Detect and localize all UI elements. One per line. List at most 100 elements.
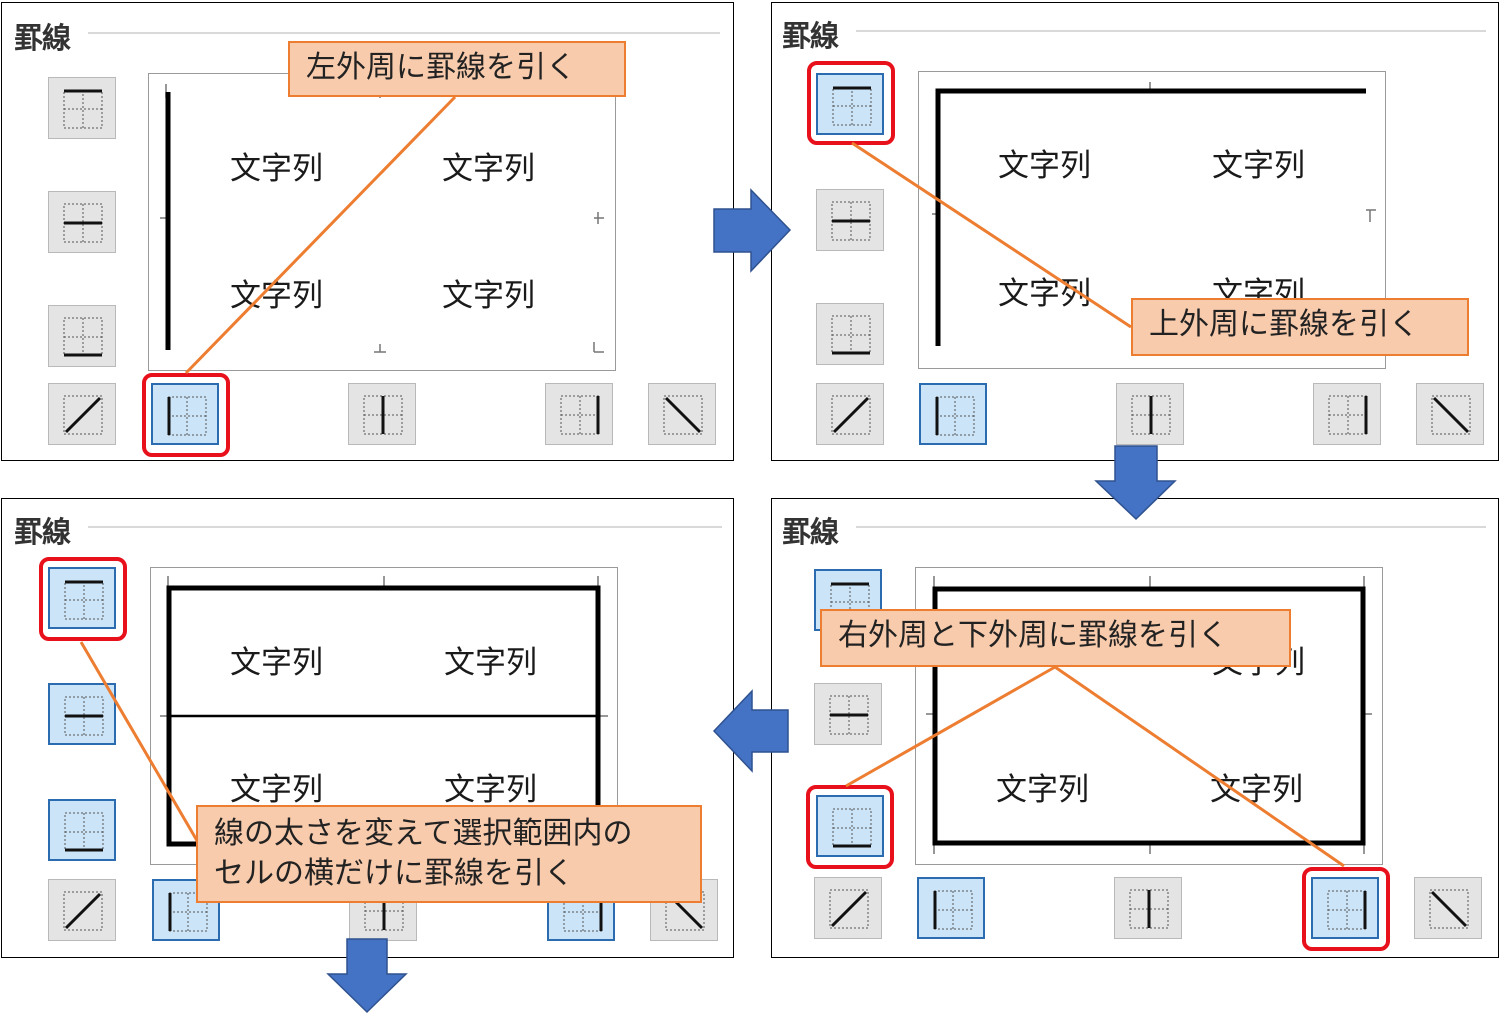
border-inside-vertical-icon [363,395,403,435]
border-inside-vertical-button[interactable] [1116,383,1184,445]
border-left-button[interactable] [919,383,987,445]
border-diagonal-up-button[interactable] [48,879,116,941]
callout-step4-line1: 線の太さを変えて選択範囲内の [214,816,633,851]
border-bottom-icon [832,808,872,848]
border-right-button[interactable] [1313,383,1381,445]
border-left-icon [935,396,975,436]
preview-cell-text: 文字列 [1212,148,1305,184]
panel-title: 罫線 [14,21,71,55]
highlight-border-bottom [806,785,894,869]
border-top-button[interactable] [816,73,884,135]
border-inside-horizontal-button[interactable] [48,683,116,745]
border-bottom-button[interactable] [816,795,884,857]
border-bottom-icon [64,812,104,852]
border-left-button[interactable] [917,877,985,939]
preview-cell-text: 文字列 [442,278,535,314]
border-diagonal-down-icon [1431,395,1471,435]
border-diagonal-down-button[interactable] [1414,877,1482,939]
border-right-icon [1327,890,1367,930]
border-top-icon [64,580,104,620]
border-preview[interactable] [148,73,616,371]
highlight-border-right [1302,867,1390,951]
border-diagonal-down-button[interactable] [1416,383,1484,445]
border-panel-step3: 罫線 文字列 文字列 文字列 [771,498,1499,958]
preview-cell-text: 文字列 [230,645,323,681]
border-inside-vertical-button[interactable] [1114,877,1182,939]
preview-cell-text: 文字列 [230,278,323,314]
border-diagonal-down-button[interactable] [648,383,716,445]
border-inside-horizontal-button[interactable] [48,191,116,253]
border-inside-vertical-button[interactable] [348,383,416,445]
flow-arrow-icon [1094,445,1177,521]
border-bottom-button[interactable] [48,799,116,861]
preview-cell-text: 文字列 [444,645,537,681]
title-divider [856,30,1486,32]
border-inside-horizontal-icon [829,695,869,735]
preview-cell-text: 文字列 [1210,772,1303,808]
border-diagonal-up-icon [63,395,103,435]
border-right-button[interactable] [545,383,613,445]
border-inside-horizontal-button[interactable] [816,189,884,251]
title-divider [88,32,720,34]
border-top-icon [830,582,870,622]
panel-title: 罫線 [782,19,839,53]
flow-arrow-icon [326,938,408,1014]
border-top-button[interactable] [48,77,116,139]
border-bottom-button[interactable] [48,305,116,367]
border-top-button[interactable] [48,567,116,629]
border-inside-horizontal-icon [63,203,103,243]
callout-step2: 上外周に罫線を引く [1131,298,1469,356]
border-inside-horizontal-icon [831,201,871,241]
callout-connectors [79,95,1345,868]
border-right-icon [1328,395,1368,435]
callout-step4-line2: セルの横だけに罫線を引く [214,856,574,891]
preview-outer-border [932,586,1366,846]
border-diagonal-up-button[interactable] [814,877,882,939]
preview-guides [160,84,604,353]
border-top-icon [63,89,103,129]
highlight-border-top [39,557,127,641]
border-left-icon [933,890,973,930]
panel-title: 罫線 [14,515,71,549]
highlight-border-left [142,373,230,457]
preview-cell-text: 文字列 [442,151,535,187]
border-diagonal-up-button[interactable] [816,383,884,445]
title-divider [88,526,722,528]
border-diagonal-down-icon [1429,889,1469,929]
preview-cell-text: 文字列 [998,276,1091,312]
border-left-icon [168,892,208,932]
border-bottom-icon [831,315,871,355]
preview-left-top-border [935,88,1366,346]
preview-cell-text: 文字列 [996,772,1089,808]
callout-step4: 線の太さを変えて選択範囲内の セルの横だけに罫線を引く [196,805,702,903]
flow-arrow-icon [712,689,789,773]
preview-cell-text: 文字列 [230,772,323,808]
border-left-button[interactable] [151,383,219,445]
border-diagonal-down-icon [663,395,703,435]
border-inside-horizontal-button[interactable] [814,683,882,745]
border-diagonal-up-icon [829,889,869,929]
border-right-icon [560,395,600,435]
border-inside-vertical-icon [1131,395,1171,435]
border-diagonal-up-icon [831,395,871,435]
border-right-button[interactable] [1311,877,1379,939]
title-divider [856,526,1486,528]
callout-step3: 右外周と下外周に罫線を引く [820,609,1291,667]
border-bottom-button[interactable] [816,303,884,365]
preview-guides [926,576,1372,854]
flow-arrow-icon [713,188,792,273]
border-diagonal-up-button[interactable] [48,383,116,445]
highlight-border-top [807,61,895,145]
callout-step1: 左外周に罫線を引く [288,41,626,97]
border-top-icon [832,86,872,126]
preview-cell-text: 文字列 [998,148,1091,184]
preview-guides [160,576,608,717]
preview-cell-text: 文字列 [230,151,323,187]
border-bottom-icon [63,317,103,357]
border-left-icon [167,396,207,436]
border-inside-horizontal-icon [64,696,104,736]
preview-guides [932,82,1376,347]
border-diagonal-up-icon [63,891,103,931]
panel-title: 罫線 [782,515,839,549]
